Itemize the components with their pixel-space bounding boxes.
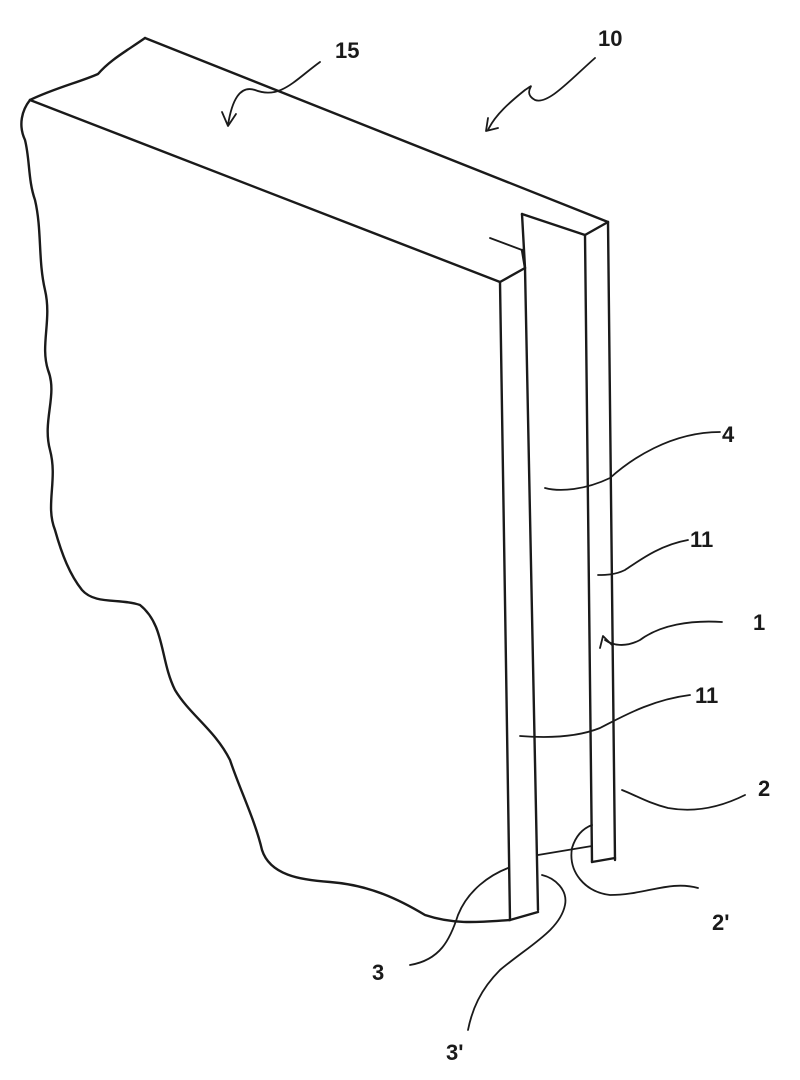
label-1: 1: [753, 610, 765, 635]
label-4: 4: [722, 422, 735, 447]
left-cheek-top-lip: [489, 237, 523, 251]
label-15: 15: [335, 38, 359, 63]
leader-2p: [570, 824, 699, 896]
panel-board: [20, 36, 610, 924]
label-11-lower: 11: [695, 683, 718, 708]
label-11-upper: 11: [690, 527, 713, 552]
leader-2: [621, 789, 746, 811]
reference-numerals: 15 10 4 11 1 11 2 2' 3 3': [335, 26, 770, 1065]
leader-11-lower: [519, 694, 691, 738]
leader-1: [604, 620, 723, 646]
leader-lines: [221, 57, 746, 1031]
panel-front-right-edge: [498, 280, 512, 922]
leader-11-upper: [597, 539, 689, 576]
leader-1-arrow: [599, 635, 613, 649]
right-cheek-right-edge: [606, 220, 617, 862]
leader-4: [544, 431, 721, 491]
leader-10: [487, 57, 596, 131]
right-cheek-left-edge: [583, 233, 594, 864]
right-cheek-top-front: [583, 220, 610, 237]
leader-15-arrow: [221, 111, 237, 127]
panel-broken-left-edge: [20, 98, 512, 924]
channel-web-top: [520, 212, 527, 270]
panel-broken-top-edge: [28, 36, 147, 102]
label-3: 3: [372, 960, 384, 985]
channel-bottom-line: [537, 845, 593, 856]
label-2: 2: [758, 776, 770, 801]
leader-10-arrow: [485, 117, 499, 132]
channel-profile: [489, 212, 617, 922]
left-cheek-inner-edge: [523, 266, 540, 912]
channel-back-top: [520, 212, 587, 237]
leader-15: [227, 61, 321, 126]
label-2-prime: 2': [712, 910, 729, 935]
leader-3: [409, 867, 509, 966]
left-cheek-top: [498, 248, 527, 284]
label-10: 10: [598, 26, 622, 51]
panel-top-back-edge: [143, 36, 610, 224]
panel-top-front-edge: [28, 98, 502, 284]
label-3-prime: 3': [446, 1040, 463, 1065]
leader-3p: [467, 874, 567, 1031]
left-cheek-bottom: [508, 910, 540, 922]
right-cheek-bottom: [590, 856, 617, 864]
